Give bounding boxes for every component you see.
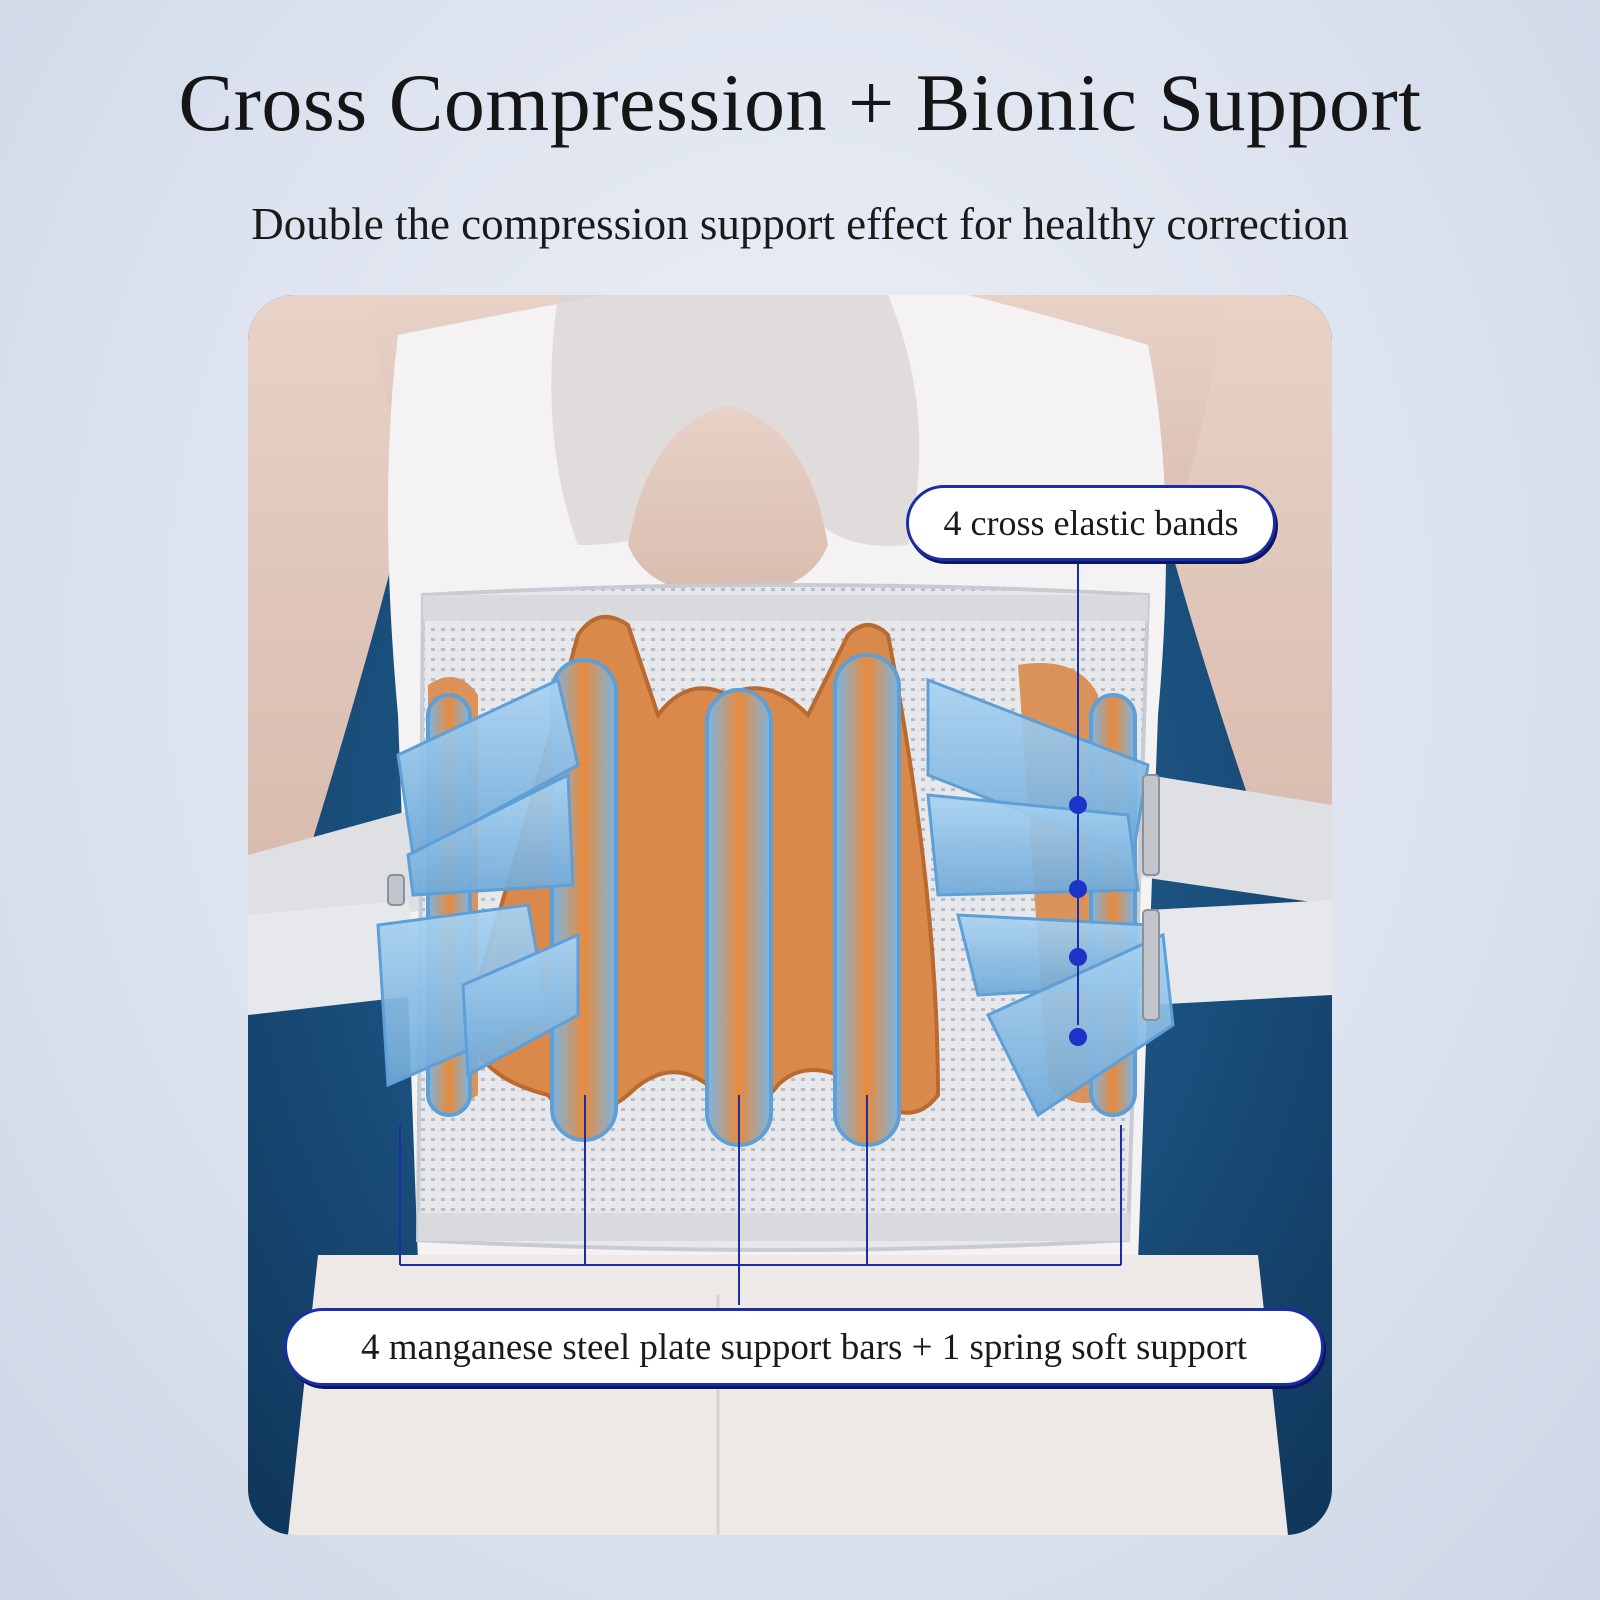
- elastic-bands-label: 4 cross elastic bands: [906, 485, 1276, 561]
- right-lower-strap: [1148, 900, 1332, 1005]
- band-marker-1: [1069, 796, 1087, 814]
- elastic-band-right-2: [926, 793, 1140, 897]
- band-marker-2: [1069, 880, 1087, 898]
- leader-lines-bars: [399, 1095, 1122, 1305]
- band-marker-3: [1069, 948, 1087, 966]
- elastic-band-left-2: [406, 772, 575, 897]
- page-subtitle: Double the compression support effect fo…: [251, 199, 1349, 249]
- right-side-strap: [1128, 775, 1332, 905]
- elastic-band-left-4: [461, 932, 580, 1078]
- keyhole-cutout: [628, 405, 828, 595]
- steel-bar-2: [705, 688, 773, 1147]
- support-bars-label: 4 manganese steel plate support bars + 1…: [284, 1308, 1324, 1386]
- elastic-band-left-1: [396, 677, 580, 858]
- band-marker-4: [1069, 1028, 1087, 1046]
- leggings: [288, 1255, 1288, 1535]
- page-title: Cross Compression + Bionic Support: [178, 57, 1422, 148]
- elastic-band-right-4: [985, 932, 1175, 1118]
- back-brace-illustration: [248, 295, 1332, 1535]
- steel-bar-3: [833, 653, 901, 1147]
- left-arm: [248, 295, 425, 855]
